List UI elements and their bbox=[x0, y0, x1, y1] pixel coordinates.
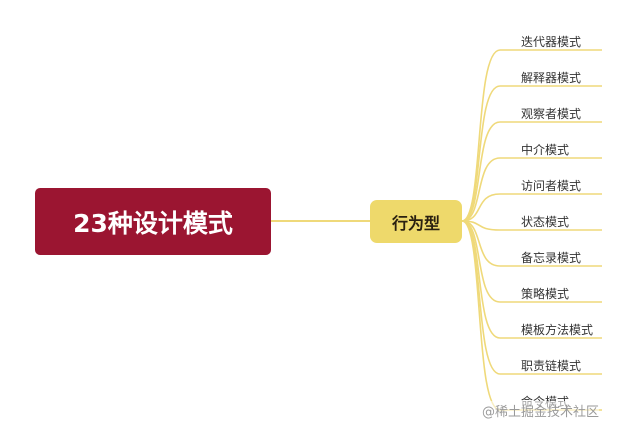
branch-node-label: 行为型 bbox=[391, 213, 440, 233]
leaf-connector bbox=[461, 220, 602, 231]
leaf-node[interactable]: 备忘录模式 bbox=[521, 251, 582, 265]
leaf-node[interactable]: 解释器模式 bbox=[521, 71, 582, 85]
leaf-node[interactable]: 观察者模式 bbox=[521, 107, 582, 121]
leaf-connector bbox=[461, 220, 602, 267]
leaf-node[interactable]: 策略模式 bbox=[521, 287, 570, 301]
leaf-node[interactable]: 中介模式 bbox=[521, 143, 570, 157]
leaf-connector bbox=[461, 193, 602, 222]
leaf-connector bbox=[461, 85, 602, 222]
root-node[interactable]: 23种设计模式 bbox=[35, 188, 271, 255]
leaf-node[interactable]: 状态模式 bbox=[521, 215, 570, 229]
leaf-connector bbox=[461, 157, 602, 222]
watermark: @稀土掘金技术社区 bbox=[482, 401, 600, 420]
branch-node-behavioral[interactable]: 行为型 bbox=[370, 200, 462, 243]
leaf-node[interactable]: 访问者模式 bbox=[521, 179, 582, 193]
leaf-node[interactable]: 模板方法模式 bbox=[521, 323, 594, 337]
leaf-node[interactable]: 职责链模式 bbox=[521, 359, 582, 373]
leaf-connector bbox=[461, 121, 602, 222]
root-node-label: 23种设计模式 bbox=[73, 208, 233, 238]
leaf-node[interactable]: 迭代器模式 bbox=[521, 35, 582, 49]
